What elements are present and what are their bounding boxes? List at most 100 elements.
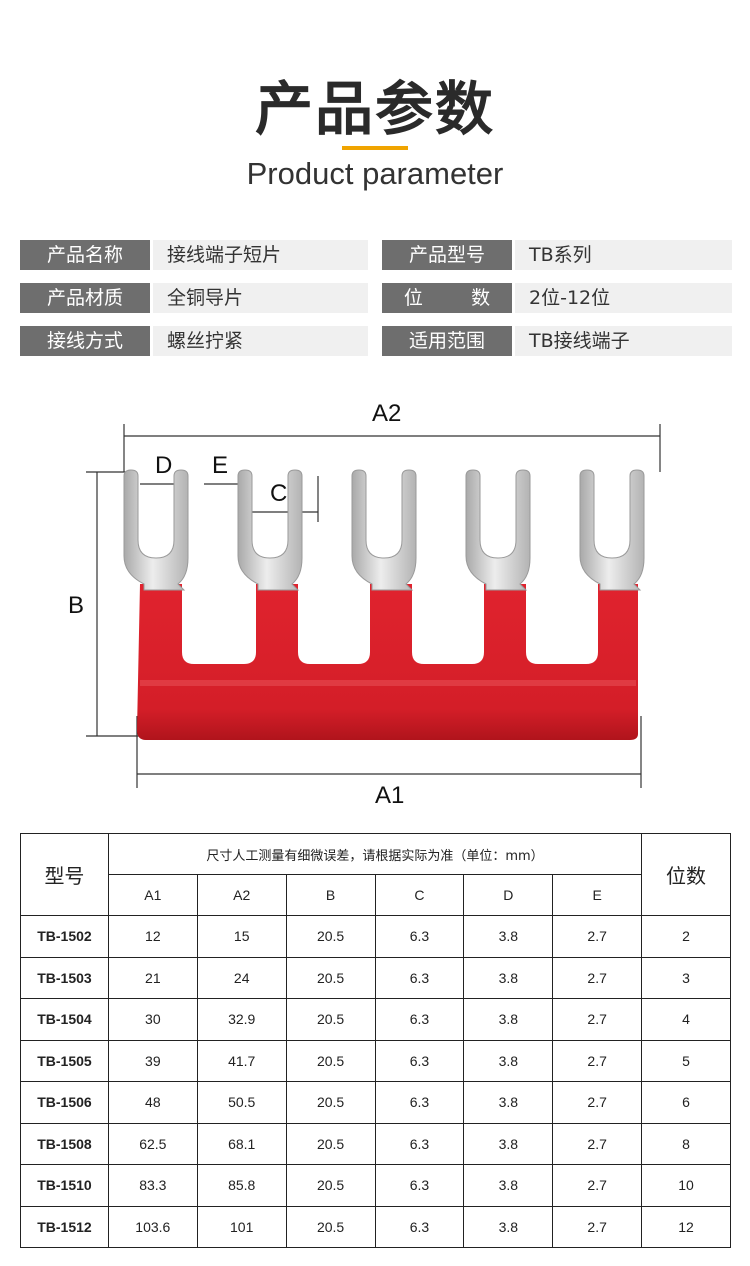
value-cell: 6.3 — [374, 1164, 465, 1207]
value-cell: 20.5 — [285, 915, 376, 958]
column-header: A2 — [196, 874, 287, 916]
value-cell: 3.8 — [463, 998, 554, 1041]
value-cell: 2.7 — [552, 1122, 643, 1165]
model-cell: TB-1503 — [20, 956, 109, 999]
value-cell: 3.8 — [463, 956, 554, 999]
column-header: E — [552, 874, 643, 916]
fork-prong — [123, 469, 189, 591]
value-cell: 20.5 — [285, 1039, 376, 1082]
value-cell: 62.5 — [107, 1122, 198, 1165]
table-row: TB-1502 12 15 20.5 6.3 3.8 2.7 2 — [20, 915, 731, 958]
column-header: A1 — [107, 874, 198, 916]
param-value: TB系列 — [515, 240, 732, 270]
count-cell: 10 — [641, 1164, 731, 1207]
param-row-1: 产品名称 接线端子短片 产品型号 TB系列 — [0, 240, 750, 270]
param-value: TB接线端子 — [515, 326, 732, 356]
fork-prong — [351, 469, 417, 591]
measurement-note: 尺寸人工测量有细微误差，请根据实际为准（单位：mm） — [107, 833, 643, 875]
product-dimension-drawing — [86, 424, 661, 788]
value-cell: 20.5 — [285, 998, 376, 1041]
value-cell: 6.3 — [374, 915, 465, 958]
value-cell: 20.5 — [285, 956, 376, 999]
value-cell: 32.9 — [196, 998, 287, 1041]
value-cell: 20.5 — [285, 1205, 376, 1248]
count-cell: 6 — [641, 1081, 731, 1124]
fork-prong — [579, 469, 645, 591]
value-cell: 41.7 — [196, 1039, 287, 1082]
column-header: B — [285, 874, 376, 916]
value-cell: 20.5 — [285, 1081, 376, 1124]
value-cell: 6.3 — [374, 998, 465, 1041]
spec-table: 型号 尺寸人工测量有细微误差，请根据实际为准（单位：mm） 位数 A1 A2 B… — [20, 833, 731, 1248]
value-cell: 30 — [107, 998, 198, 1041]
value-cell: 2.7 — [552, 1205, 643, 1248]
value-cell: 2.7 — [552, 1164, 643, 1207]
value-cell: 12 — [107, 915, 198, 958]
value-cell: 2.7 — [552, 956, 643, 999]
value-cell: 103.6 — [107, 1205, 198, 1248]
model-header: 型号 — [20, 833, 109, 916]
table-row: TB-1505 39 41.7 20.5 6.3 3.8 2.7 5 — [20, 1039, 731, 1082]
value-cell: 20.5 — [285, 1164, 376, 1207]
fork-prongs — [123, 469, 645, 591]
param-label: 适用范围 — [382, 326, 512, 356]
value-cell: 2.7 — [552, 1039, 643, 1082]
param-value: 全铜导片 — [153, 283, 368, 313]
fork-prong — [237, 469, 303, 591]
model-cell: TB-1512 — [20, 1205, 109, 1248]
count-cell: 3 — [641, 956, 731, 999]
count-cell: 4 — [641, 998, 731, 1041]
dimension-label-a2: A2 — [372, 400, 402, 427]
value-cell: 68.1 — [196, 1122, 287, 1165]
model-cell: TB-1504 — [20, 998, 109, 1041]
value-cell: 83.3 — [107, 1164, 198, 1207]
count-cell: 2 — [641, 915, 731, 958]
value-cell: 2.7 — [552, 915, 643, 958]
param-value: 螺丝拧紧 — [153, 326, 368, 356]
table-row: TB-1512 103.6 101 20.5 6.3 3.8 2.7 12 — [20, 1205, 731, 1248]
value-cell: 3.8 — [463, 1164, 554, 1207]
page-subtitle: Product parameter — [246, 156, 504, 191]
column-header: C — [374, 874, 465, 916]
dimension-label-b: B — [68, 592, 85, 619]
count-cell: 12 — [641, 1205, 731, 1248]
table-row: TB-1510 83.3 85.8 20.5 6.3 3.8 2.7 10 — [20, 1164, 731, 1207]
dimension-label-a1: A1 — [375, 782, 405, 809]
bar-shine — [140, 680, 636, 686]
param-label: 接线方式 — [20, 326, 150, 356]
value-cell: 6.3 — [374, 1205, 465, 1248]
table-row: TB-1503 21 24 20.5 6.3 3.8 2.7 3 — [20, 956, 731, 999]
fork-prong — [465, 469, 531, 591]
value-cell: 6.3 — [374, 1122, 465, 1165]
dimension-label-d: D — [155, 452, 173, 479]
value-cell: 101 — [196, 1205, 287, 1248]
param-label: 位 数 — [382, 283, 512, 313]
value-cell: 21 — [107, 956, 198, 999]
param-value: 2位-12位 — [515, 283, 732, 313]
value-cell: 2.7 — [552, 998, 643, 1041]
red-insulation-bar — [137, 584, 638, 740]
param-label: 产品材质 — [20, 283, 150, 313]
value-cell: 24 — [196, 956, 287, 999]
value-cell: 50.5 — [196, 1081, 287, 1124]
table-row: TB-1508 62.5 68.1 20.5 6.3 3.8 2.7 8 — [20, 1122, 731, 1165]
value-cell: 48 — [107, 1081, 198, 1124]
column-header: D — [463, 874, 554, 916]
value-cell: 6.3 — [374, 1081, 465, 1124]
model-cell: TB-1505 — [20, 1039, 109, 1082]
value-cell: 3.8 — [463, 1039, 554, 1082]
value-cell: 15 — [196, 915, 287, 958]
dimension-label-c: C — [270, 480, 288, 507]
param-value: 接线端子短片 — [153, 240, 368, 270]
value-cell: 3.8 — [463, 1122, 554, 1165]
param-label: 产品型号 — [382, 240, 512, 270]
model-cell: TB-1510 — [20, 1164, 109, 1207]
value-cell: 39 — [107, 1039, 198, 1082]
value-cell: 6.3 — [374, 956, 465, 999]
value-cell: 6.3 — [374, 1039, 465, 1082]
count-cell: 5 — [641, 1039, 731, 1082]
model-cell: TB-1508 — [20, 1122, 109, 1165]
param-row-3: 接线方式 螺丝拧紧 适用范围 TB接线端子 — [0, 326, 750, 356]
count-header: 位数 — [641, 833, 731, 916]
value-cell: 20.5 — [285, 1122, 376, 1165]
